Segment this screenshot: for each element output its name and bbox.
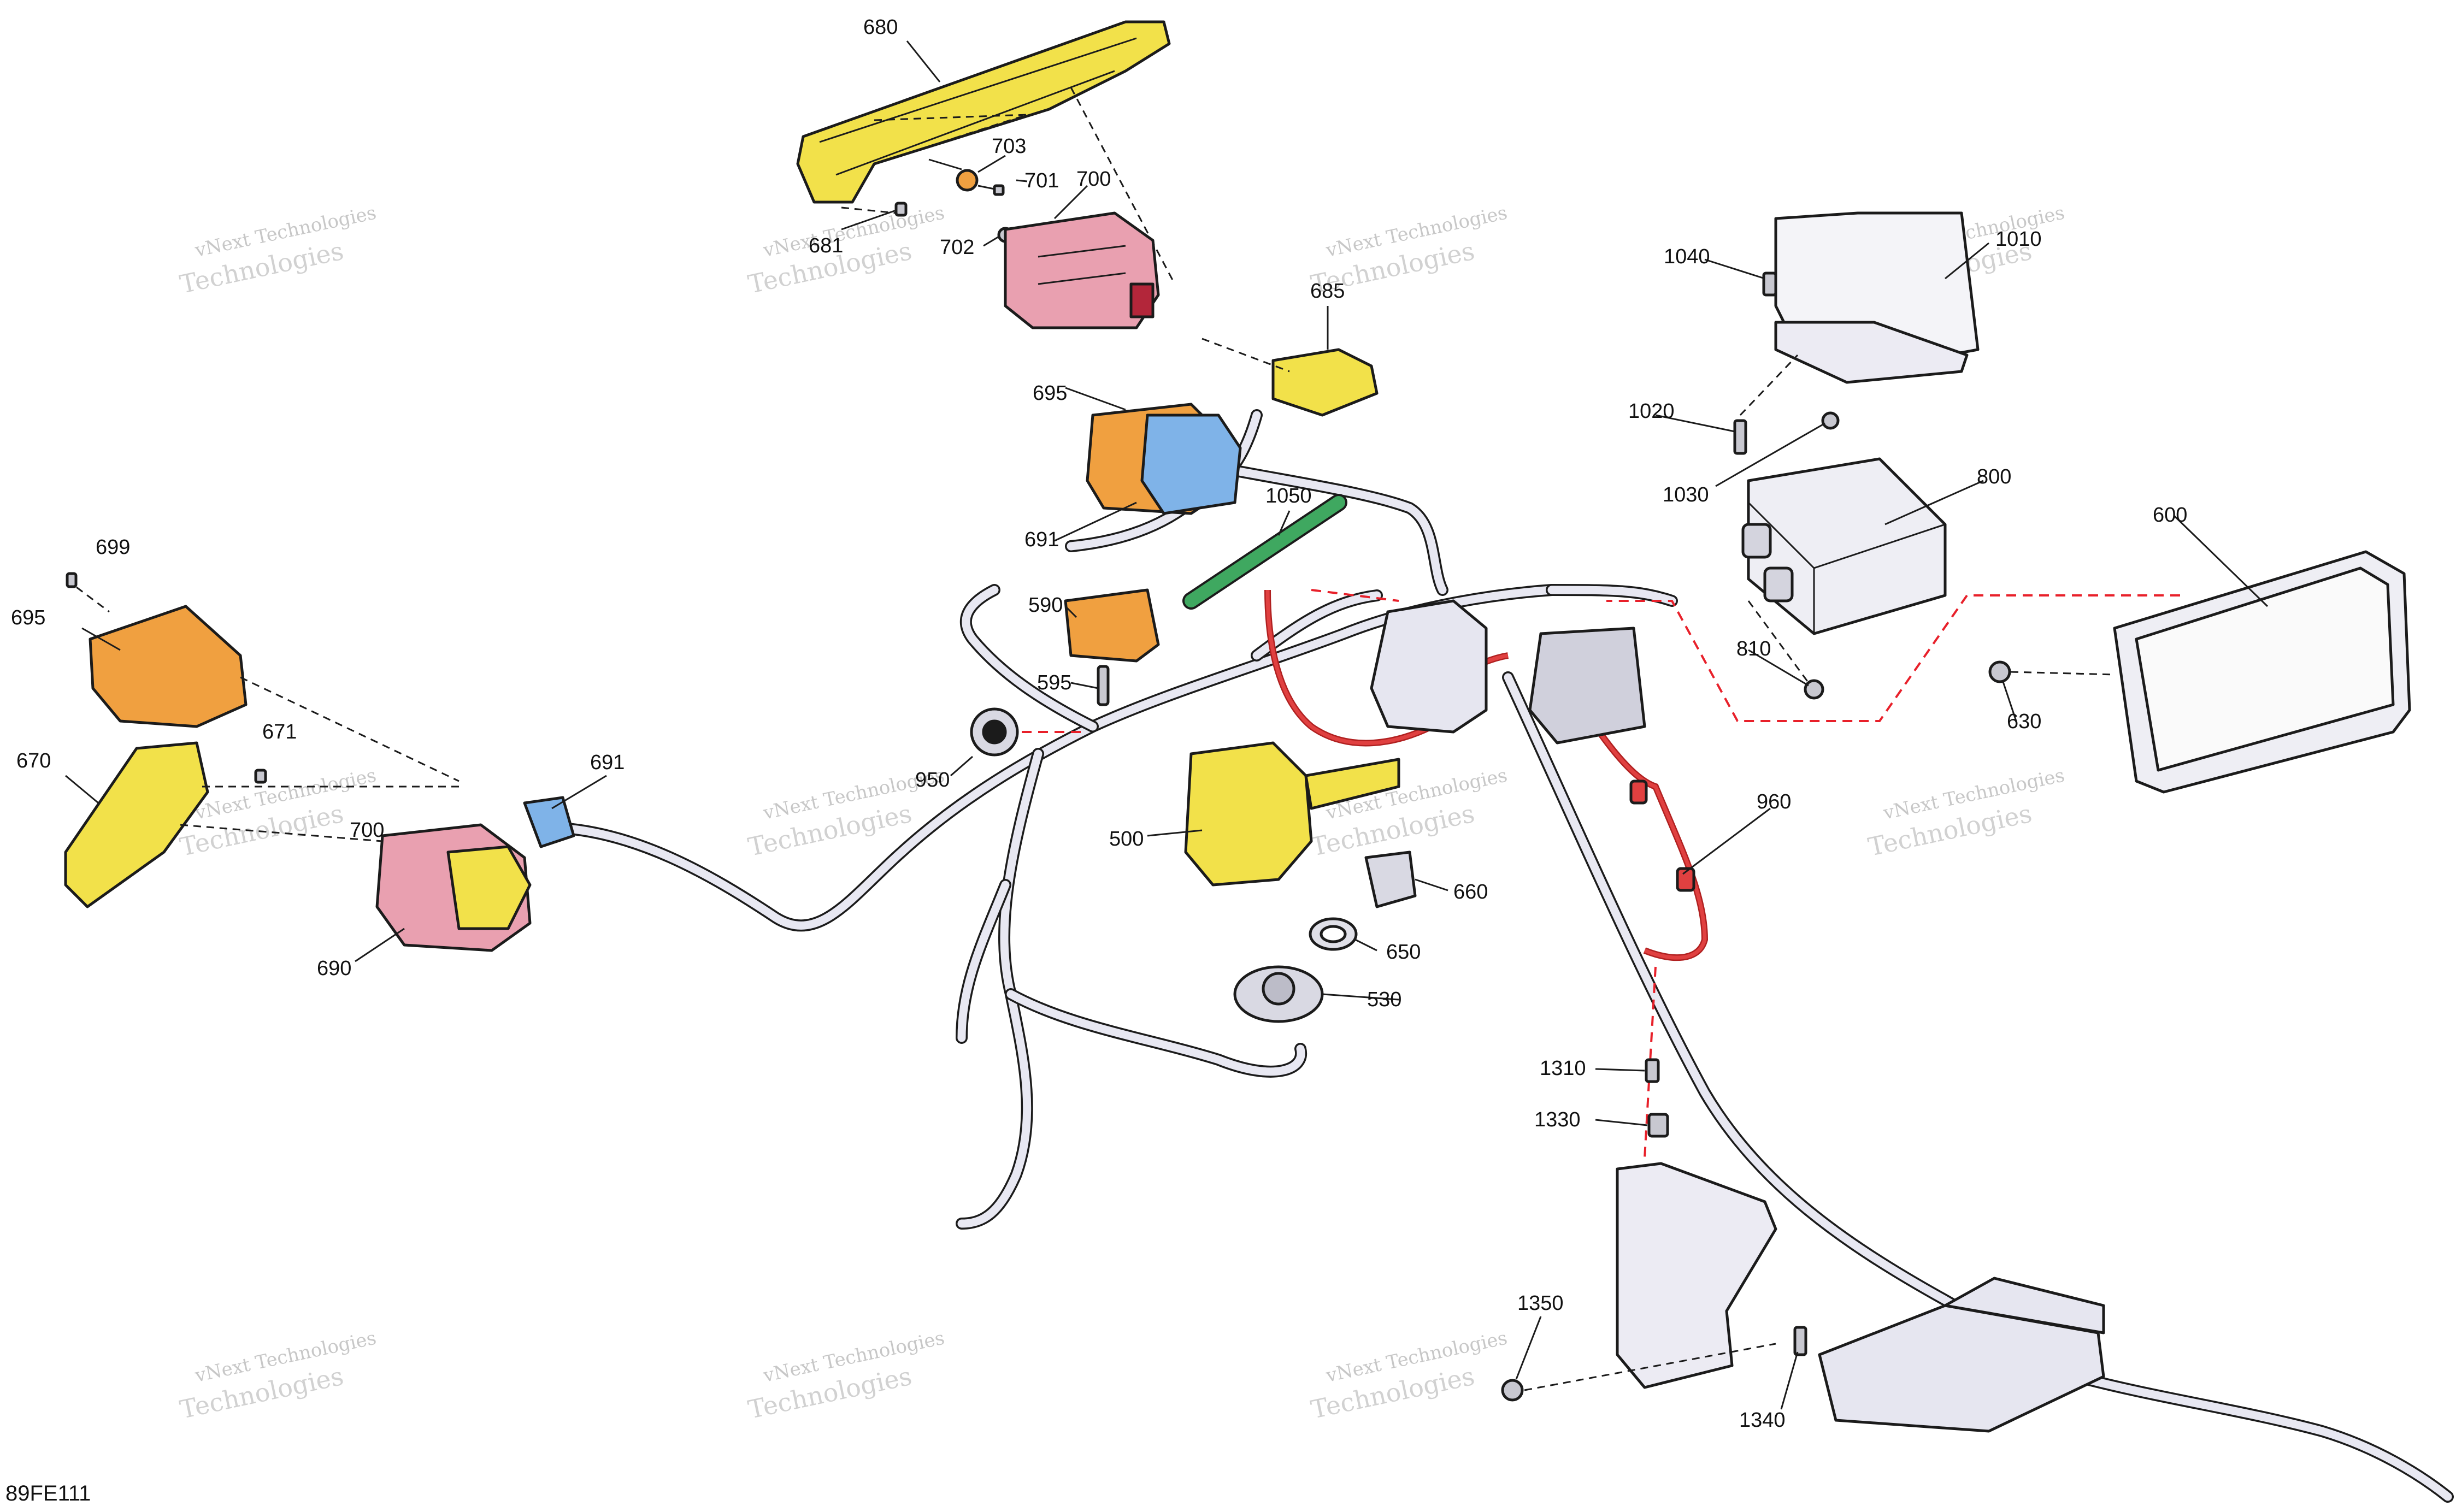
washer-701 xyxy=(977,184,1005,196)
bolt-1020 xyxy=(1733,354,1799,455)
outlet-950 xyxy=(970,707,1087,757)
callout-950: 950 xyxy=(915,769,950,792)
bracket-1010 xyxy=(1774,211,1980,384)
dash-bracket-680-link xyxy=(841,87,1176,285)
callout-600: 600 xyxy=(2153,504,2187,527)
switch-695-left xyxy=(89,605,460,782)
spacer-703 xyxy=(928,158,979,192)
bolt-1340 xyxy=(1793,1326,1807,1356)
callout-691: 691 xyxy=(1024,528,1059,551)
ring-650 xyxy=(1309,917,1358,951)
horn-530 xyxy=(1233,965,1324,1023)
callout-1050: 1050 xyxy=(1265,485,1312,507)
callout-700: 700 xyxy=(1076,168,1111,191)
bolt-595 xyxy=(1097,665,1110,706)
callout-1340: 1340 xyxy=(1739,1409,1786,1432)
callout-1030: 1030 xyxy=(1663,483,1709,506)
callout-810: 810 xyxy=(1736,637,1771,660)
callout-695: 695 xyxy=(1033,382,1067,405)
relay-box-center xyxy=(1370,599,1646,745)
callout-690: 690 xyxy=(317,957,351,980)
callout-695: 695 xyxy=(11,606,45,629)
nut-1350 xyxy=(1501,1343,1776,1402)
callout-680: 680 xyxy=(863,16,898,39)
leader-lines xyxy=(65,40,2269,1410)
callout-691: 691 xyxy=(590,751,625,774)
module-500 xyxy=(1184,741,1400,887)
switch-695-top xyxy=(1086,403,1242,515)
callout-1040: 1040 xyxy=(1664,245,1710,268)
bracket-590 xyxy=(1064,588,1160,663)
callout-1010: 1010 xyxy=(1995,228,2042,251)
callout-1020: 1020 xyxy=(1628,400,1675,423)
callout-1310: 1310 xyxy=(1540,1057,1586,1080)
screw-681 xyxy=(894,202,908,217)
callout-681: 681 xyxy=(809,234,843,257)
drawing-id-label: 89FE111 xyxy=(5,1481,91,1505)
connector-685 xyxy=(1202,338,1379,417)
fuse-box xyxy=(1818,1277,2105,1433)
callout-650: 650 xyxy=(1386,941,1421,964)
clip-1330 xyxy=(1647,1113,1669,1138)
callout-800: 800 xyxy=(1977,465,2011,488)
callout-500: 500 xyxy=(1109,828,1144,850)
switch-700-top xyxy=(1004,211,1160,329)
callout-660: 660 xyxy=(1453,881,1488,903)
screw-630 xyxy=(1988,660,2115,683)
controller-800 xyxy=(1741,457,1947,683)
callout-1330: 1330 xyxy=(1534,1108,1581,1131)
screw-810 xyxy=(1804,679,1824,700)
dash-bracket-680 xyxy=(796,20,1171,204)
bracket-lower xyxy=(1616,966,1777,1389)
connector-691-left xyxy=(523,796,575,848)
hardware-1040 xyxy=(1762,271,1777,297)
switch-690 xyxy=(375,823,532,952)
bracket-670 xyxy=(64,741,459,908)
callout-595: 595 xyxy=(1037,671,1071,694)
callout-699: 699 xyxy=(96,536,130,559)
callout-670: 670 xyxy=(16,749,51,772)
display-600 xyxy=(1311,550,2411,794)
switch-660 xyxy=(1364,850,1417,908)
main-harness xyxy=(546,409,2454,1503)
callout-630: 630 xyxy=(2007,710,2041,733)
seal-strip-1050 xyxy=(1182,494,1347,610)
callout-671: 671 xyxy=(262,720,297,743)
screw-671 xyxy=(254,769,267,784)
callout-685: 685 xyxy=(1310,280,1345,303)
callout-702: 702 xyxy=(940,236,974,259)
callout-1350: 1350 xyxy=(1517,1292,1564,1315)
screw-1310 xyxy=(1645,1058,1660,1083)
screw-699 xyxy=(66,572,110,613)
fuse-960 xyxy=(1629,779,1695,892)
callout-labels: 680 703 701 700 702 681 685 695 691 1050… xyxy=(11,16,2187,1432)
callout-530: 530 xyxy=(1367,988,1401,1011)
callout-960: 960 xyxy=(1757,790,1791,813)
callout-701: 701 xyxy=(1024,169,1059,192)
nut-1030 xyxy=(1821,411,1840,430)
callout-703: 703 xyxy=(992,135,1026,158)
callout-700: 700 xyxy=(350,819,384,842)
callout-590: 590 xyxy=(1028,594,1063,617)
